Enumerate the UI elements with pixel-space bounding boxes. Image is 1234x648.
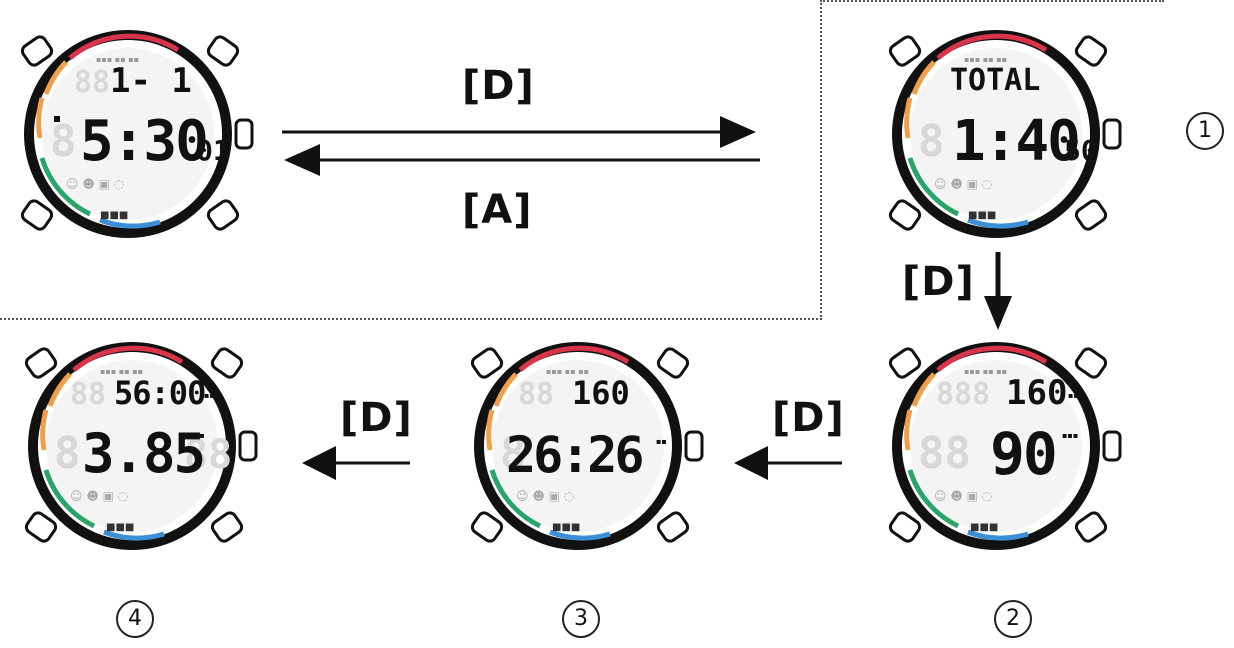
watch-top-readout: 160 [1006, 373, 1067, 413]
svg-text:▪▪▪: ▪▪▪ [1062, 431, 1078, 440]
svg-text:88: 88 [70, 377, 106, 412]
watch-small-readout: 50 [1064, 134, 1098, 167]
step-marker-2: 2 [994, 600, 1032, 638]
watch-main-readout: 1:40 [952, 109, 1079, 174]
svg-text:88: 88 [74, 65, 110, 100]
svg-text:▪▪▪ ▪▪ ▪▪: ▪▪▪ ▪▪ ▪▪ [546, 367, 589, 376]
svg-text:88: 88 [518, 377, 554, 412]
watch-top-readout: TOTAL [950, 63, 1040, 98]
svg-text:■■■: ■■■ [100, 210, 128, 221]
step-marker-4: 4 [116, 600, 154, 638]
arrow-forward-back [282, 116, 760, 176]
svg-text:▪▪▪ ▪▪ ▪▪: ▪▪▪ ▪▪ ▪▪ [964, 367, 1007, 376]
svg-text:■■■: ■■■ [970, 522, 998, 533]
svg-text:■■■: ■■■ [552, 522, 580, 533]
svg-text:8: 8 [50, 116, 77, 167]
svg-text:☺ ☻ ▣ ◌: ☺ ☻ ▣ ◌ [934, 489, 992, 503]
watch-lap-display-2: 888 88 ☺ ☻ ▣ ◌ ■■■ ▪▪▪ ▪▪ ▪▪ 160 90 ▪▪▪ … [878, 340, 1122, 552]
svg-text:■■■: ■■■ [968, 210, 996, 221]
arrow-left-2 [302, 446, 410, 480]
watch-small-readout: 01 [196, 134, 230, 167]
arrow-left-1 [734, 446, 842, 480]
label-back-a: [A] [462, 187, 533, 233]
svg-text:▪▪: ▪▪ [194, 431, 205, 440]
svg-text:☺ ☻ ▣ ◌: ☺ ☻ ▣ ◌ [70, 489, 128, 503]
svg-text:8: 8 [54, 428, 81, 479]
watch-top-readout: 1- 1 [110, 61, 192, 101]
watch-main-readout: 26:26 [506, 426, 642, 484]
svg-text:☺ ☻ ▣ ◌: ☺ ☻ ▣ ◌ [934, 177, 992, 191]
dotted-frame-top [820, 0, 1164, 2]
watch-lap-display-4: 88 8 88 ☺ ☻ ▣ ◌ ■■■ ▪▪▪ ▪▪ ▪▪ 56:00 3.85… [14, 340, 258, 552]
label-forward-d: [D] [462, 63, 535, 109]
svg-text:▪▪: ▪▪ [656, 437, 667, 446]
svg-text:▪▪▪: ▪▪▪ [1068, 391, 1084, 400]
watch-time-display: 88 8 ☺ ☻ ▣ ◌ ■■■ ▪▪▪ ▪▪ ▪▪ 1- 1 5:30 01 [10, 28, 254, 240]
watch-lap-display-3: 88 8 ☺ ☻ ▣ ◌ ■■■ ▪▪▪ ▪▪ ▪▪ 160 26:26 ▪▪ [460, 340, 704, 552]
watch-main-readout: 90 [990, 420, 1056, 488]
watch-top-readout: 56:00 [114, 374, 205, 412]
svg-text:88: 88 [918, 428, 971, 479]
svg-text:88: 88 [184, 432, 232, 478]
step-marker-1: 1 [1186, 112, 1224, 150]
watch-main-readout: 5:30 [80, 109, 207, 174]
svg-text:▪▪▪ ▪▪ ▪▪: ▪▪▪ ▪▪ ▪▪ [96, 55, 139, 64]
svg-text:▪▪▪: ▪▪▪ [204, 391, 220, 400]
svg-text:▪▪▪ ▪▪ ▪▪: ▪▪▪ ▪▪ ▪▪ [100, 367, 143, 376]
svg-text:☺ ☻ ▣ ◌: ☺ ☻ ▣ ◌ [66, 177, 124, 191]
svg-text:8: 8 [500, 428, 527, 479]
svg-text:8: 8 [918, 116, 945, 167]
label-down-d: [D] [902, 259, 975, 305]
svg-text:☺ ☻ ▣ ◌: ☺ ☻ ▣ ◌ [516, 489, 574, 503]
svg-text:▪▪▪ ▪▪ ▪▪: ▪▪▪ ▪▪ ▪▪ [964, 55, 1007, 64]
watch-total-display: 8 ☺ ☻ ▣ ◌ ■■■ ▪▪▪ ▪▪ ▪▪ TOTAL 1:40 50 [878, 28, 1122, 240]
step-marker-3: 3 [562, 600, 600, 638]
svg-text:888: 888 [936, 377, 990, 412]
dotted-frame [0, 0, 822, 320]
label-left-d-1: [D] [772, 395, 845, 441]
watch-top-readout: 160 [572, 374, 630, 412]
watch-main-readout: 3.85 [82, 422, 204, 485]
label-left-d-2: [D] [340, 395, 413, 441]
svg-text:■■■: ■■■ [106, 522, 134, 533]
arrow-down [984, 252, 1012, 330]
